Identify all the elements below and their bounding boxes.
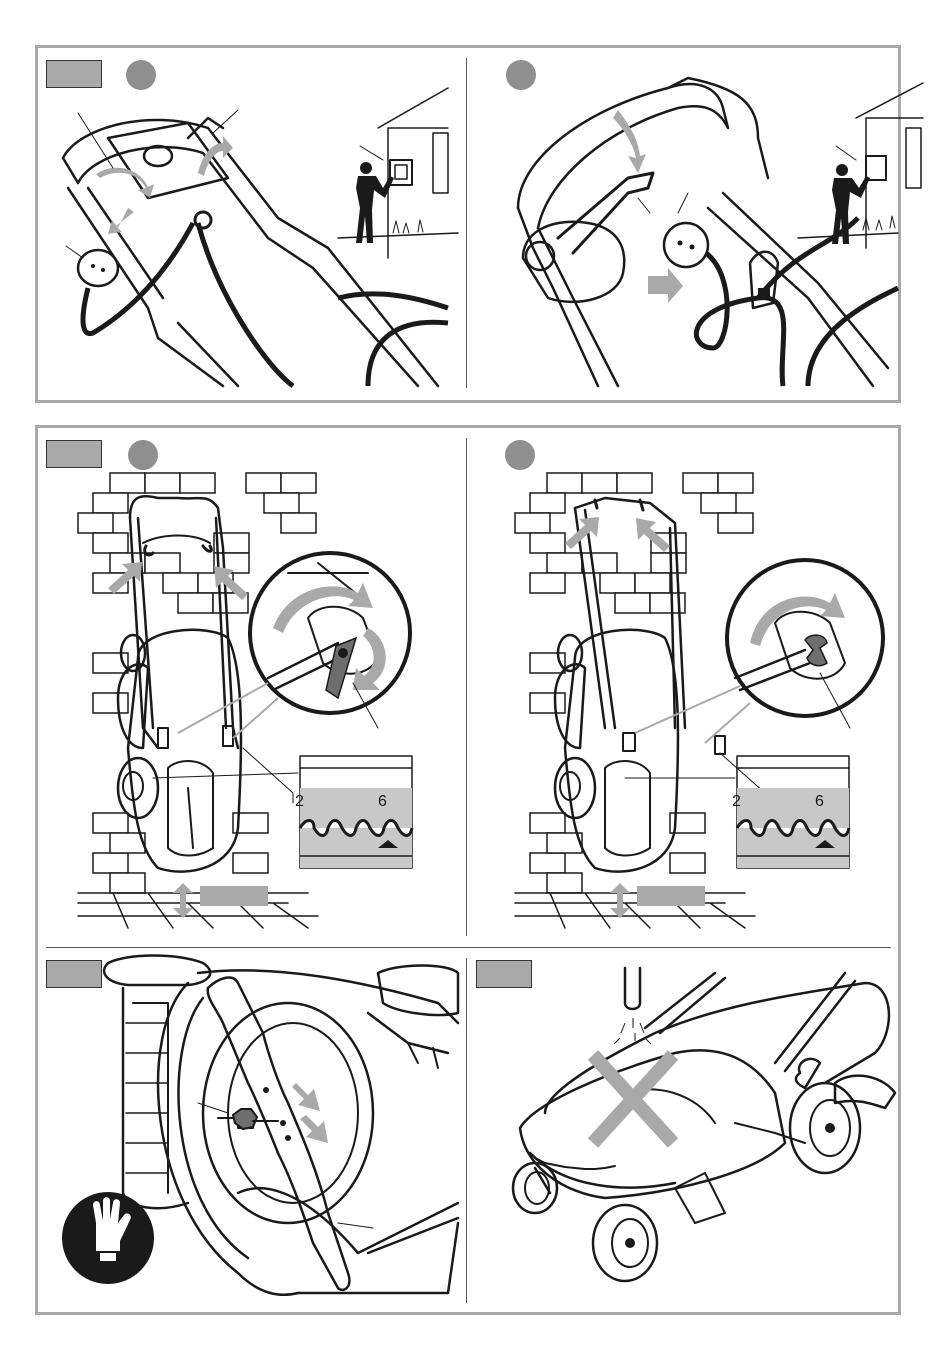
- panel-divider: [466, 958, 467, 1303]
- height-scale: [300, 756, 412, 868]
- height-scale-label-min: 2: [732, 793, 741, 810]
- illustration-blade: [38, 953, 458, 1303]
- panel-power-connect: [35, 45, 901, 403]
- illustration-storage-knob: 2 6: [475, 428, 895, 928]
- illustration-no-water: [475, 953, 895, 1303]
- panel-divider: [466, 58, 467, 388]
- illustration-extension-connect: [478, 48, 898, 388]
- panel-divider-horizontal: [46, 947, 891, 948]
- height-scale-label-min: 2: [295, 793, 304, 810]
- height-scale-label-max: 6: [378, 793, 387, 810]
- illustration-storage-lever: 2 6: [38, 428, 458, 928]
- panel-divider: [466, 438, 467, 936]
- prohibited-cross-icon: [593, 1055, 673, 1143]
- height-scale: [737, 756, 849, 868]
- height-scale-label-max: 6: [815, 793, 824, 810]
- illustration-handle-cable: [38, 48, 458, 388]
- brick-wall: [78, 473, 318, 928]
- panel-storage-and-maintenance: 2 6: [35, 425, 901, 1315]
- brick-wall: [515, 473, 755, 928]
